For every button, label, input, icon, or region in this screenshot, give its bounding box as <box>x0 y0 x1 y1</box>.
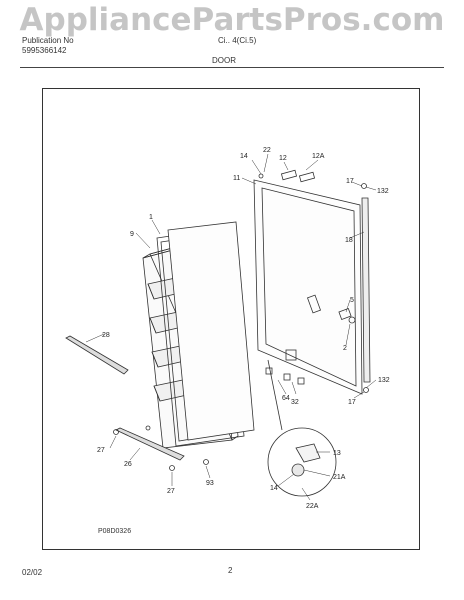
header-rule <box>20 67 444 68</box>
model-number: Ci.. 4(Ci.5) <box>218 36 257 45</box>
publication-label: Publication No <box>22 36 74 45</box>
door-rail <box>361 197 371 383</box>
hinge-parts <box>258 169 369 393</box>
callout-132-top: 132 <box>377 188 389 195</box>
watermark-text: AppliancePartsPros.com <box>19 2 445 38</box>
handle-strip <box>65 335 129 375</box>
callout-18: 18 <box>345 237 353 244</box>
callout-11: 11 <box>233 175 240 182</box>
callout-27-left: 27 <box>97 447 105 454</box>
callout-5: 5 <box>350 297 354 304</box>
diagram-code: P08D0326 <box>98 528 132 535</box>
bottom-strip <box>115 427 185 461</box>
callout-1: 1 <box>149 214 153 221</box>
callout-2: 2 <box>343 345 347 352</box>
callout-132-bottom: 132 <box>378 377 390 384</box>
callout-17-bottom: 17 <box>348 399 356 406</box>
leader-lines <box>85 153 377 501</box>
callout-32: 32 <box>291 399 299 406</box>
footer-date: 02/02 <box>22 568 43 577</box>
callout-27-bottom: 27 <box>167 488 175 495</box>
callout-22-top: 22 <box>263 147 271 154</box>
publication-number: 5995366142 <box>22 46 67 55</box>
callout-21a: 21A <box>333 474 346 481</box>
callout-14-top: 14 <box>240 153 248 160</box>
callout-14-bottom: 14 <box>270 485 278 492</box>
callout-12: 12 <box>279 155 287 162</box>
callout-17-top: 17 <box>346 178 354 185</box>
section-title: DOOR <box>212 56 236 65</box>
callout-26: 26 <box>124 461 132 468</box>
door-panel <box>167 221 255 441</box>
callout-64: 64 <box>282 395 290 402</box>
diagram-frame <box>42 88 420 550</box>
screws <box>113 425 209 471</box>
callout-13: 13 <box>333 450 341 457</box>
page-number: 2 <box>228 566 233 575</box>
detail-circle <box>267 359 337 497</box>
callout-93: 93 <box>206 480 214 487</box>
callout-22a: 22A <box>306 503 319 510</box>
callout-12a: 12A <box>312 153 325 160</box>
callout-9: 9 <box>130 231 134 238</box>
door-frame-panel <box>253 179 363 395</box>
callout-28: 28 <box>102 332 110 339</box>
